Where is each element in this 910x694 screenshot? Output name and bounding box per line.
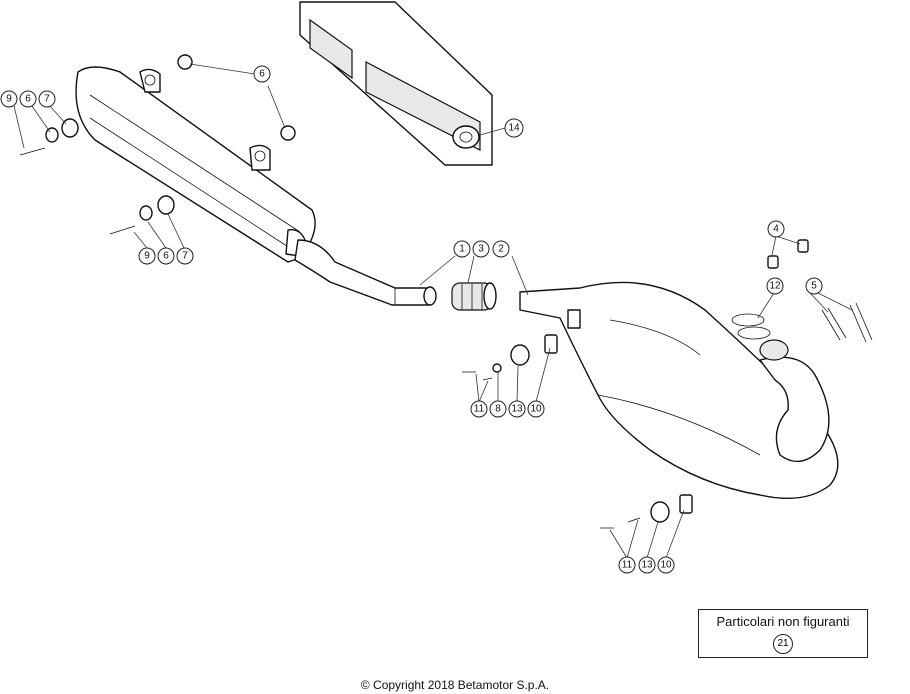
upper-bracket-hardware [462, 334, 558, 381]
callout-6: 6 [19, 90, 37, 108]
coupler-sleeve [451, 282, 497, 311]
callout-21: 21 [773, 634, 793, 654]
svg-text:6: 6 [25, 94, 31, 105]
copyright-notice: © Copyright 2018 Betamotor S.p.A. [360, 678, 550, 692]
svg-text:10: 10 [660, 560, 672, 571]
callout-9: 9 [0, 90, 18, 108]
callout-6: 6 [253, 65, 271, 83]
svg-text:6: 6 [259, 69, 265, 80]
parts-not-shown-box: Particolari non figuranti 21 [698, 609, 868, 658]
expansion-chamber [519, 281, 839, 500]
leader-lines [13, 63, 853, 559]
svg-text:14: 14 [508, 123, 520, 134]
svg-text:1: 1 [459, 244, 465, 255]
callout-7: 7 [38, 90, 56, 108]
callout-14: 14 [504, 118, 524, 138]
svg-text:5: 5 [811, 281, 817, 292]
callout-12: 12 [766, 277, 784, 295]
svg-text:12: 12 [769, 281, 781, 292]
silencer-packing-inset [299, 1, 493, 166]
svg-text:3: 3 [478, 244, 484, 255]
callout-11: 11 [618, 556, 636, 574]
svg-text:4: 4 [773, 224, 779, 235]
silencer [75, 66, 316, 263]
callout-10: 10 [527, 400, 545, 418]
svg-text:6: 6 [163, 251, 169, 262]
callout-2: 2 [492, 240, 510, 258]
svg-text:13: 13 [511, 404, 523, 415]
svg-text:2: 2 [498, 244, 504, 255]
callout-13: 13 [638, 556, 656, 574]
callout-3: 3 [472, 240, 490, 258]
svg-text:7: 7 [182, 251, 188, 262]
svg-text:9: 9 [6, 94, 12, 105]
callout-8: 8 [489, 400, 507, 418]
svg-text:8: 8 [495, 404, 501, 415]
link-pipe [294, 239, 437, 306]
lower-bracket-hardware [600, 494, 693, 529]
callout-6: 6 [157, 247, 175, 265]
callout-13: 13 [508, 400, 526, 418]
callout-7: 7 [176, 247, 194, 265]
parts-not-shown-label: Particolari non figuranti [716, 614, 850, 629]
springs-and-gaskets [731, 239, 873, 343]
callout-5: 5 [805, 277, 823, 295]
svg-text:10: 10 [530, 404, 542, 415]
svg-text:9: 9 [144, 251, 150, 262]
svg-text:11: 11 [622, 560, 633, 571]
callout-9: 9 [138, 247, 156, 265]
callout-4: 4 [767, 220, 785, 238]
callout-10: 10 [657, 556, 675, 574]
svg-text:7: 7 [44, 94, 50, 105]
callout-11: 11 [470, 400, 488, 418]
svg-text:13: 13 [641, 560, 653, 571]
callout-1: 1 [453, 240, 471, 258]
svg-text:11: 11 [474, 404, 485, 415]
